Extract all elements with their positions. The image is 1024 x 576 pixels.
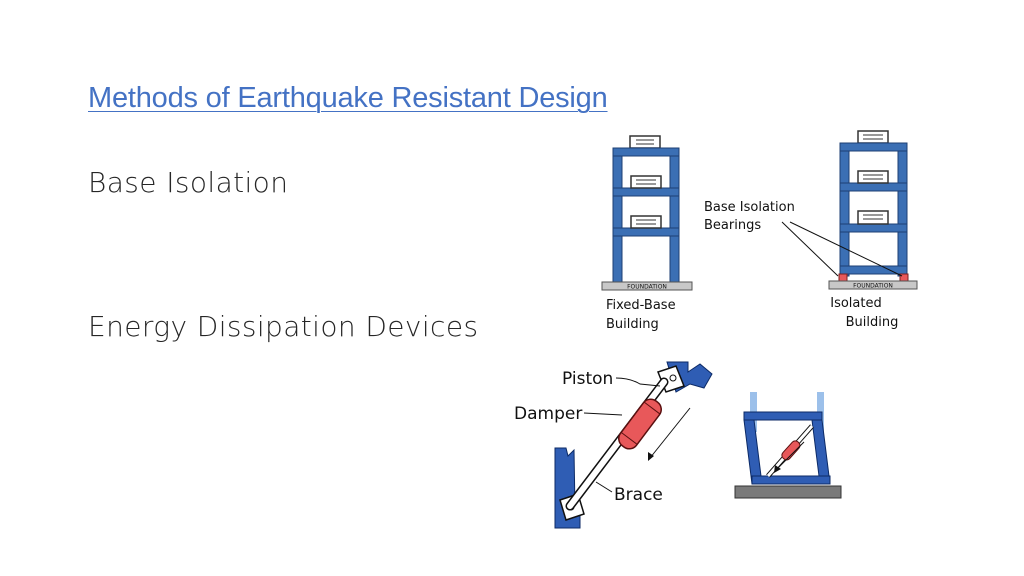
bearing-left <box>838 273 848 282</box>
isolated-foundation-label: FOUNDATION <box>853 283 893 290</box>
piston-label: Piston <box>562 369 613 389</box>
bullet-base-isolation: Base Isolation <box>88 166 289 199</box>
isolated-building-diagram: FOUNDATION Isolated Building Base Isolat… <box>704 130 918 330</box>
damper-brace-diagram: Piston Damper Brace <box>514 361 713 529</box>
fixed-foundation-label: FOUNDATION <box>627 284 667 291</box>
fixed-base-building-diagram: FOUNDATION Fixed-Base Building <box>601 135 693 332</box>
isolated-caption-line1: Isolated <box>830 296 882 311</box>
isolated-caption-line2: Building <box>846 315 899 330</box>
slide-title: Methods of Earthquake Resistant Design <box>88 82 608 114</box>
bullet-energy-dissipation: Energy Dissipation Devices <box>88 310 479 343</box>
brace-label: Brace <box>614 485 663 505</box>
bearing-right <box>899 273 909 282</box>
bearings-label-line2: Bearings <box>704 218 761 233</box>
deformed-frame-diagram <box>734 392 842 499</box>
damper-label: Damper <box>514 404 582 424</box>
bearings-label-line1: Base Isolation <box>704 200 795 215</box>
fixed-caption-line1: Fixed-Base <box>606 298 676 313</box>
fixed-caption-line2: Building <box>606 317 659 332</box>
